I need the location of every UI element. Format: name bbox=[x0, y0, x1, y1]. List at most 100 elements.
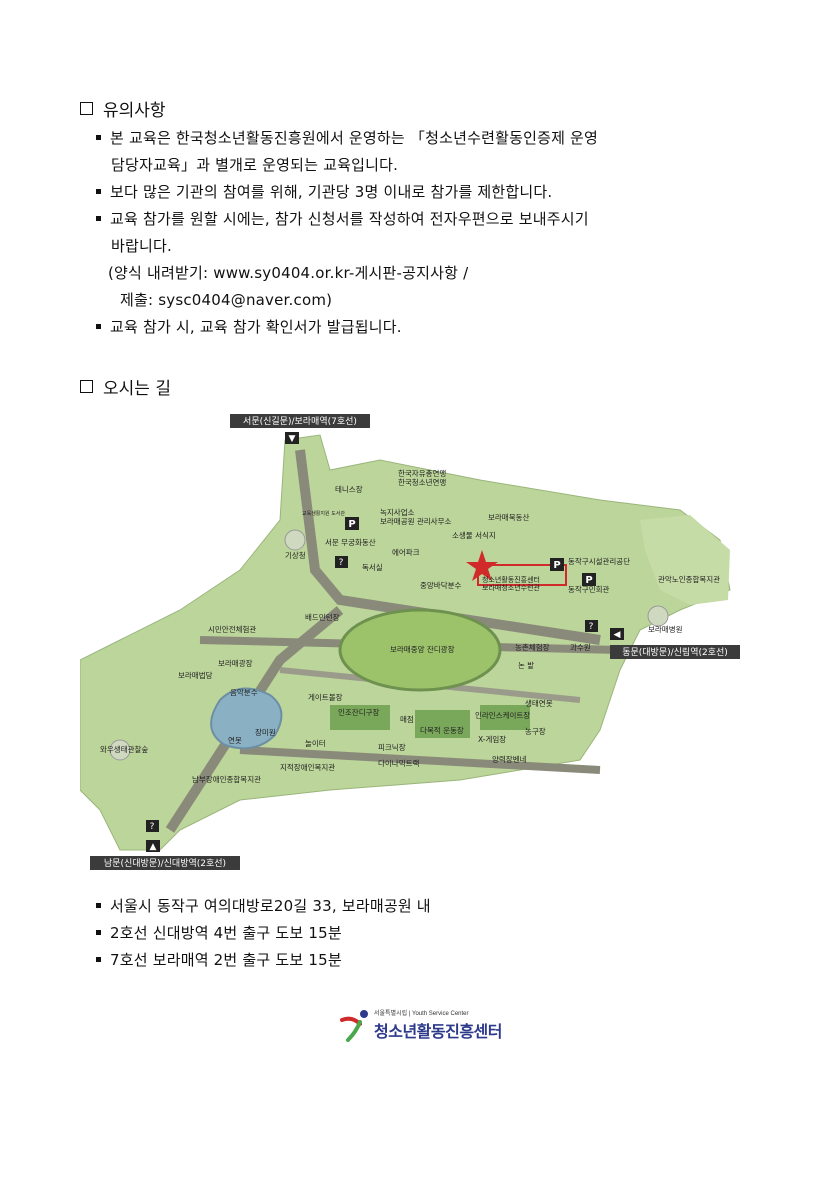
pond-shape bbox=[210, 687, 283, 750]
left-arrow-icon bbox=[610, 628, 624, 640]
label-multi-ground: 다목적 운동장 bbox=[420, 725, 464, 735]
notice-item-2: 보다 많은 기관의 참여를 위해, 기관당 3명 이내로 참가를 제한합니다. bbox=[96, 182, 552, 202]
lower-road bbox=[239, 746, 601, 774]
logo-title: 청소년활동진흥센터 bbox=[374, 1022, 502, 1041]
label-field: 논 밭 bbox=[518, 661, 534, 670]
info-question-icon bbox=[146, 820, 159, 832]
label-court: 보라매법당 bbox=[178, 670, 213, 680]
label-playground: 놀이터 bbox=[305, 738, 326, 748]
label-farm: 농촌체험장 bbox=[515, 642, 550, 652]
label-tennis: 테니스장 bbox=[335, 484, 363, 494]
label-shop: 매점 bbox=[400, 714, 414, 724]
label-ecology-pond: 생태연못 bbox=[525, 698, 553, 708]
down-arrow-icon bbox=[285, 432, 299, 444]
south-road bbox=[165, 606, 344, 833]
label-target-center: 청소년활동진흥센터 bbox=[482, 575, 540, 584]
directions-heading: 오시는 길 bbox=[80, 374, 171, 399]
direction-line2: 2호선 신대방역 4번 출구 도보 15분 bbox=[96, 923, 342, 943]
svg-text:?: ? bbox=[589, 622, 594, 632]
inline-field bbox=[480, 705, 530, 730]
svg-text:▼: ▼ bbox=[289, 434, 296, 444]
label-disabled-welfare: 지적장애인복지관 bbox=[280, 762, 335, 772]
svg-text:▲: ▲ bbox=[150, 842, 157, 852]
gate-south-label: 남문(신대방문)/신대방역(2호선) bbox=[104, 858, 226, 869]
label-central-lawn: 보라매중앙 잔디광장 bbox=[390, 644, 455, 654]
welfare-circle bbox=[109, 739, 131, 761]
label-weather: 기상청 bbox=[285, 550, 306, 560]
label-sogwang: 소생물 서식지 bbox=[452, 530, 496, 540]
notice-item-1: 본 교육은 한국청소년활동진흥원에서 운영하는 「청소년수련활동인증제 운영 bbox=[96, 128, 598, 148]
label-reflect: 양력장벤네 bbox=[492, 754, 527, 764]
multi-ground-field bbox=[415, 710, 470, 738]
submit-email-line: 제출: sysc0404@naver.com) bbox=[120, 291, 333, 309]
label-library: 독서실 bbox=[362, 562, 383, 572]
gate-east-label: 동문(대방문)/신림역(2호선) bbox=[622, 646, 728, 658]
center-logo: 서울특별시립 | Youth Service Center 청소년활동진흥센터 bbox=[338, 1006, 508, 1046]
logo-small-text: 서울특별시립 | Youth Service Center bbox=[374, 1011, 469, 1017]
label-dongjak-culture: 동작구민회관 bbox=[568, 584, 609, 594]
label-boramae-square: 보라매광장 bbox=[218, 658, 253, 668]
label-gate-ball: 게이트볼장 bbox=[308, 692, 343, 702]
label-x-game: X-게임장 bbox=[478, 734, 506, 744]
svg-text:◀: ◀ bbox=[614, 630, 621, 640]
notice-item-1-cont: 담당자교육」과 별개로 운영되는 교육입니다. bbox=[111, 156, 399, 174]
svg-text:?: ? bbox=[150, 822, 155, 832]
notice-item-3: 교육 참가를 원할 시에는, 참가 신청서를 작성하여 전자우편으로 보내주시기 bbox=[96, 209, 589, 229]
info-question-icon bbox=[585, 620, 598, 632]
artificial-grass-field bbox=[330, 705, 390, 730]
central-lawn-oval bbox=[338, 608, 502, 692]
notice-title: 유의사항 bbox=[103, 101, 166, 121]
label-seomun-garden: 서문 무궁화동산 bbox=[325, 537, 376, 547]
weather-circle bbox=[284, 529, 306, 551]
target-star-icon bbox=[466, 550, 498, 581]
label-safety: 시민안전체험관 bbox=[208, 624, 256, 634]
checkbox-square-icon bbox=[80, 102, 93, 115]
label-pond: 연못 bbox=[228, 736, 242, 745]
youth-center-emblem-icon bbox=[340, 1010, 368, 1042]
label-orchard: 과수원 bbox=[570, 643, 591, 652]
label-basketball: 농구장 bbox=[525, 726, 546, 736]
label-music-fountain: 음악분수 bbox=[230, 687, 258, 697]
label-picnic: 피크닉장 bbox=[378, 742, 406, 752]
label-elder-welfare: 관악노인종합복지관 bbox=[658, 574, 720, 584]
svg-text:?: ? bbox=[339, 558, 344, 568]
gate-west-label: 서문(신길문)/보라매역(7호선) bbox=[243, 416, 357, 427]
parking-icon bbox=[550, 558, 564, 571]
label-center-sub: 보라매청소년수련관 bbox=[482, 583, 541, 592]
label-kids-lib: 교육생활지원 도서관 bbox=[302, 510, 345, 517]
svg-text:P: P bbox=[553, 560, 560, 571]
label-garden: 장미원 bbox=[255, 727, 276, 737]
label-dongjak-center: 동작구시설관리공단 bbox=[568, 556, 630, 566]
notice-item-3-cont: 바랍니다. bbox=[111, 237, 172, 255]
label-artificial-grass: 인조잔디구장 bbox=[338, 707, 379, 717]
label-south-disabled: 남부장애인종합복지관 bbox=[192, 774, 261, 784]
label-daina: 다이나믹트랙 bbox=[378, 758, 419, 768]
label-badminton: 배드민턴장 bbox=[305, 612, 340, 622]
label-inline: 인라인스케이트장 bbox=[475, 710, 530, 720]
form-download-line: (양식 내려받기: www.sy0404.or.kr-게시판-공지사항 / bbox=[108, 264, 469, 282]
label-wawoo: 와우생태관찰숲 bbox=[100, 744, 148, 754]
parking-icon bbox=[582, 573, 596, 586]
park-map: 서문(신길문)/보라매역(7호선) ▼ 동문(대방문)/신림역(2호선) ◀ 남… bbox=[80, 414, 740, 870]
svg-text:P: P bbox=[585, 575, 592, 586]
notice-heading: 유의사항 bbox=[80, 96, 166, 121]
directions-title: 오시는 길 bbox=[103, 379, 171, 399]
label-green-office: 녹지사업소 bbox=[380, 508, 415, 517]
notice-item-4: 교육 참가 시, 교육 참가 확인서가 발급됩니다. bbox=[96, 317, 402, 337]
up-arrow-icon bbox=[146, 840, 160, 852]
direction-address: 서울시 동작구 여의대방로20길 33, 보라매공원 내 bbox=[96, 896, 431, 916]
parking-icon bbox=[345, 517, 359, 530]
checkbox-square-icon bbox=[80, 380, 93, 393]
hospital-circle bbox=[647, 605, 669, 627]
label-air-park: 에어파크 bbox=[392, 547, 420, 557]
label-hospital: 보라매병원 bbox=[648, 625, 683, 634]
park-area-east bbox=[640, 515, 730, 605]
label-boramae-hill: 보라매북동산 bbox=[488, 512, 529, 522]
label-fountain-center: 중앙바닥분수 bbox=[420, 580, 461, 590]
label-korea-youth: 한국자유총연맹 bbox=[398, 468, 446, 478]
direction-line7: 7호선 보라매역 2번 출구 도보 15분 bbox=[96, 950, 342, 970]
svg-text:P: P bbox=[348, 519, 355, 530]
label-park-office: 보라매공원 관리사무소 bbox=[380, 516, 451, 526]
label-korea-youth2: 한국청소년연맹 bbox=[398, 477, 446, 487]
